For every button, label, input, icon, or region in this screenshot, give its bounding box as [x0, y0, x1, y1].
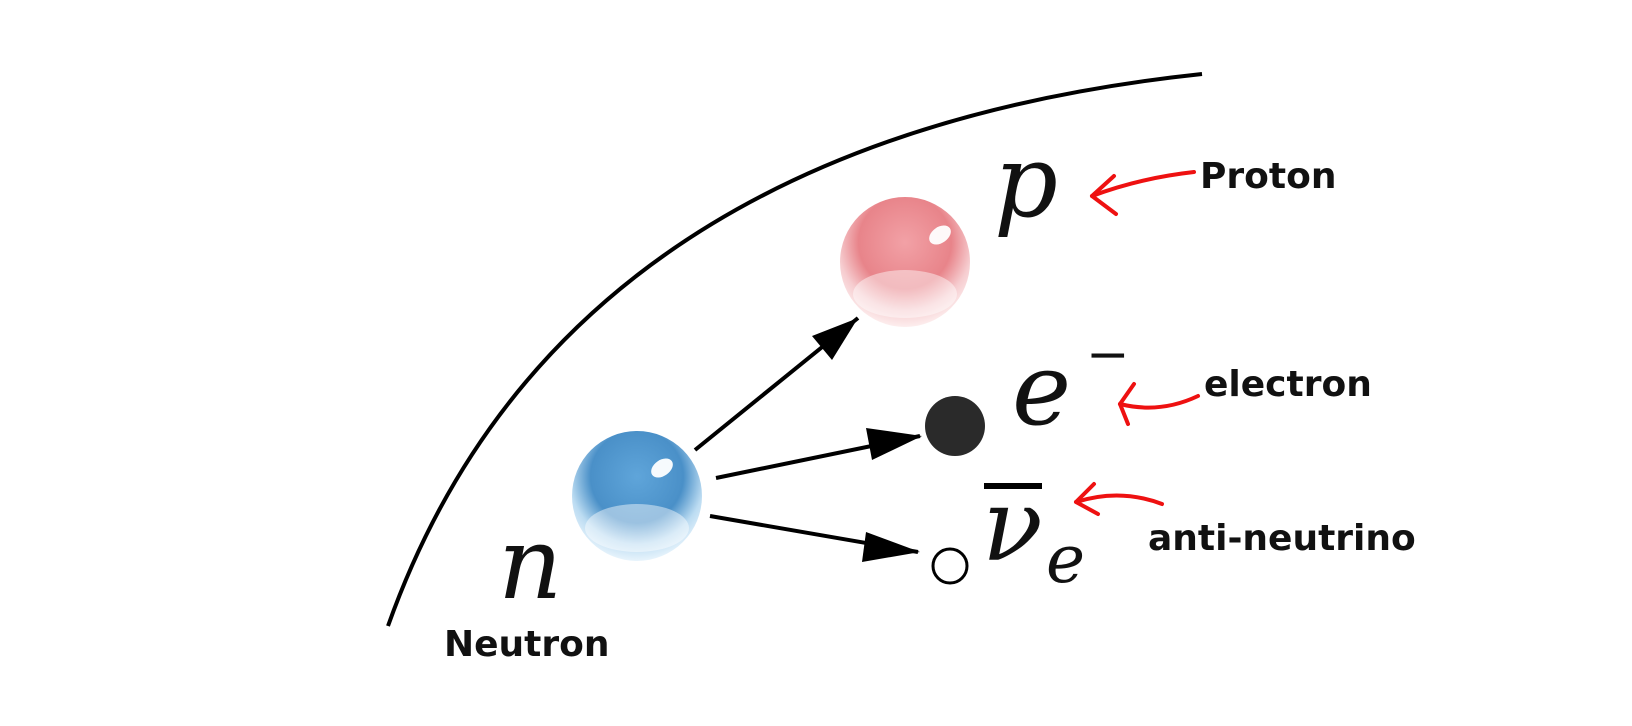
- neutron-particle: [572, 431, 702, 561]
- antineutrino-particle: [931, 547, 969, 585]
- proton-annotation-arrow: [1090, 170, 1196, 198]
- reaction-arrows: [693, 316, 922, 562]
- electron-annotation-arrow: [1118, 394, 1200, 410]
- electron-particle: [925, 396, 985, 456]
- antineutrino-label: anti-neutrino: [1148, 518, 1416, 559]
- neutron-symbol: n: [498, 505, 562, 622]
- antineutrino-annotation-arrow: [1074, 493, 1164, 506]
- antineutrino-subscript: e: [1046, 521, 1085, 598]
- proton-particle: [840, 197, 970, 327]
- electron-symbol: e: [1012, 331, 1071, 448]
- proton-symbol: p: [994, 123, 1058, 240]
- electron-charge: −: [1086, 325, 1130, 385]
- electron-label: electron: [1204, 364, 1372, 405]
- annotation-arrows: [1074, 170, 1200, 516]
- neutron-label: Neutron: [444, 624, 610, 665]
- boundary-arc: [386, 72, 1203, 627]
- proton-label: Proton: [1200, 156, 1336, 197]
